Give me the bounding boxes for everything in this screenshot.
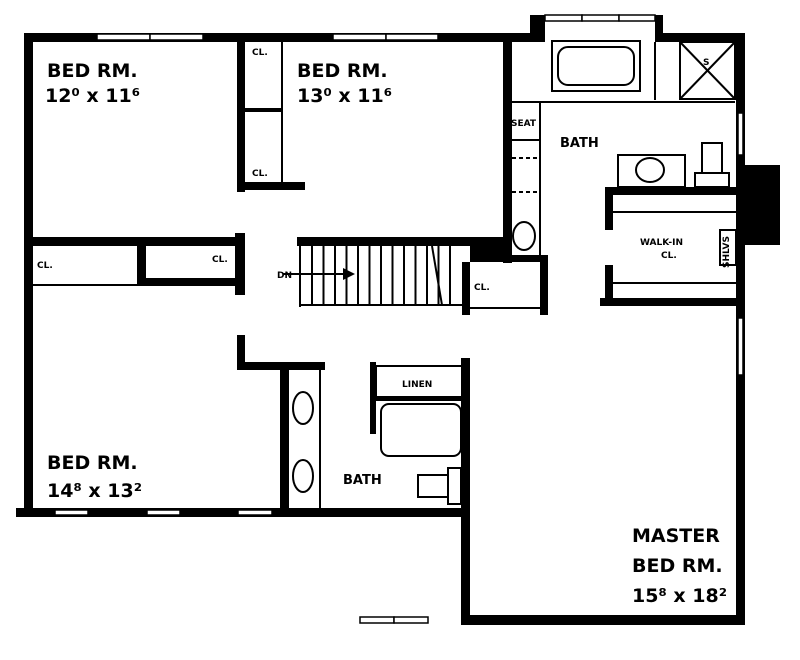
walk-in-label: WALK-IN: [640, 238, 683, 248]
labels: BED RM. 12⁰ x 11⁶ BED RM. 13⁰ x 11⁶ BED …: [37, 48, 732, 607]
vanity: [617, 154, 686, 188]
shelves-label: SHLVS: [722, 236, 732, 268]
room-dims: 15⁸ x 18²: [632, 585, 727, 607]
hall-tub: [380, 403, 462, 457]
room-name: BED RM.: [47, 60, 138, 82]
room-name: BED RM.: [47, 452, 138, 474]
down-arrow-icon: [343, 268, 355, 280]
walk-in-cl-label: CL.: [661, 251, 677, 261]
room-dims: 13⁰ x 11⁶: [297, 85, 392, 107]
fixtures: [292, 40, 736, 505]
linen-label: LINEN: [402, 380, 432, 390]
room-dims: 14⁸ x 13²: [47, 480, 142, 502]
bath-label: BATH: [343, 473, 382, 488]
master-tub: [551, 40, 641, 92]
closet-label: CL.: [212, 255, 228, 265]
chimney: [745, 165, 780, 245]
room-name: BED RM.: [632, 555, 723, 577]
stairs: [283, 245, 462, 307]
toilet: [512, 221, 536, 251]
room-dims: 12⁰ x 11⁶: [45, 85, 140, 107]
windows: [54, 14, 744, 624]
closet-label: CL.: [474, 283, 490, 293]
room-name: MASTER: [632, 525, 720, 547]
shower-label: S: [703, 58, 709, 68]
down-label: DN: [277, 271, 292, 281]
closet-label: CL.: [252, 169, 268, 179]
shower: [679, 41, 736, 100]
closet-label: CL.: [252, 48, 268, 58]
closet-label: CL.: [37, 261, 53, 271]
bath-label: BATH: [560, 136, 599, 151]
interior-walls: [33, 33, 737, 510]
seat-label: SEAT: [511, 119, 537, 129]
room-name: BED RM.: [297, 60, 388, 82]
